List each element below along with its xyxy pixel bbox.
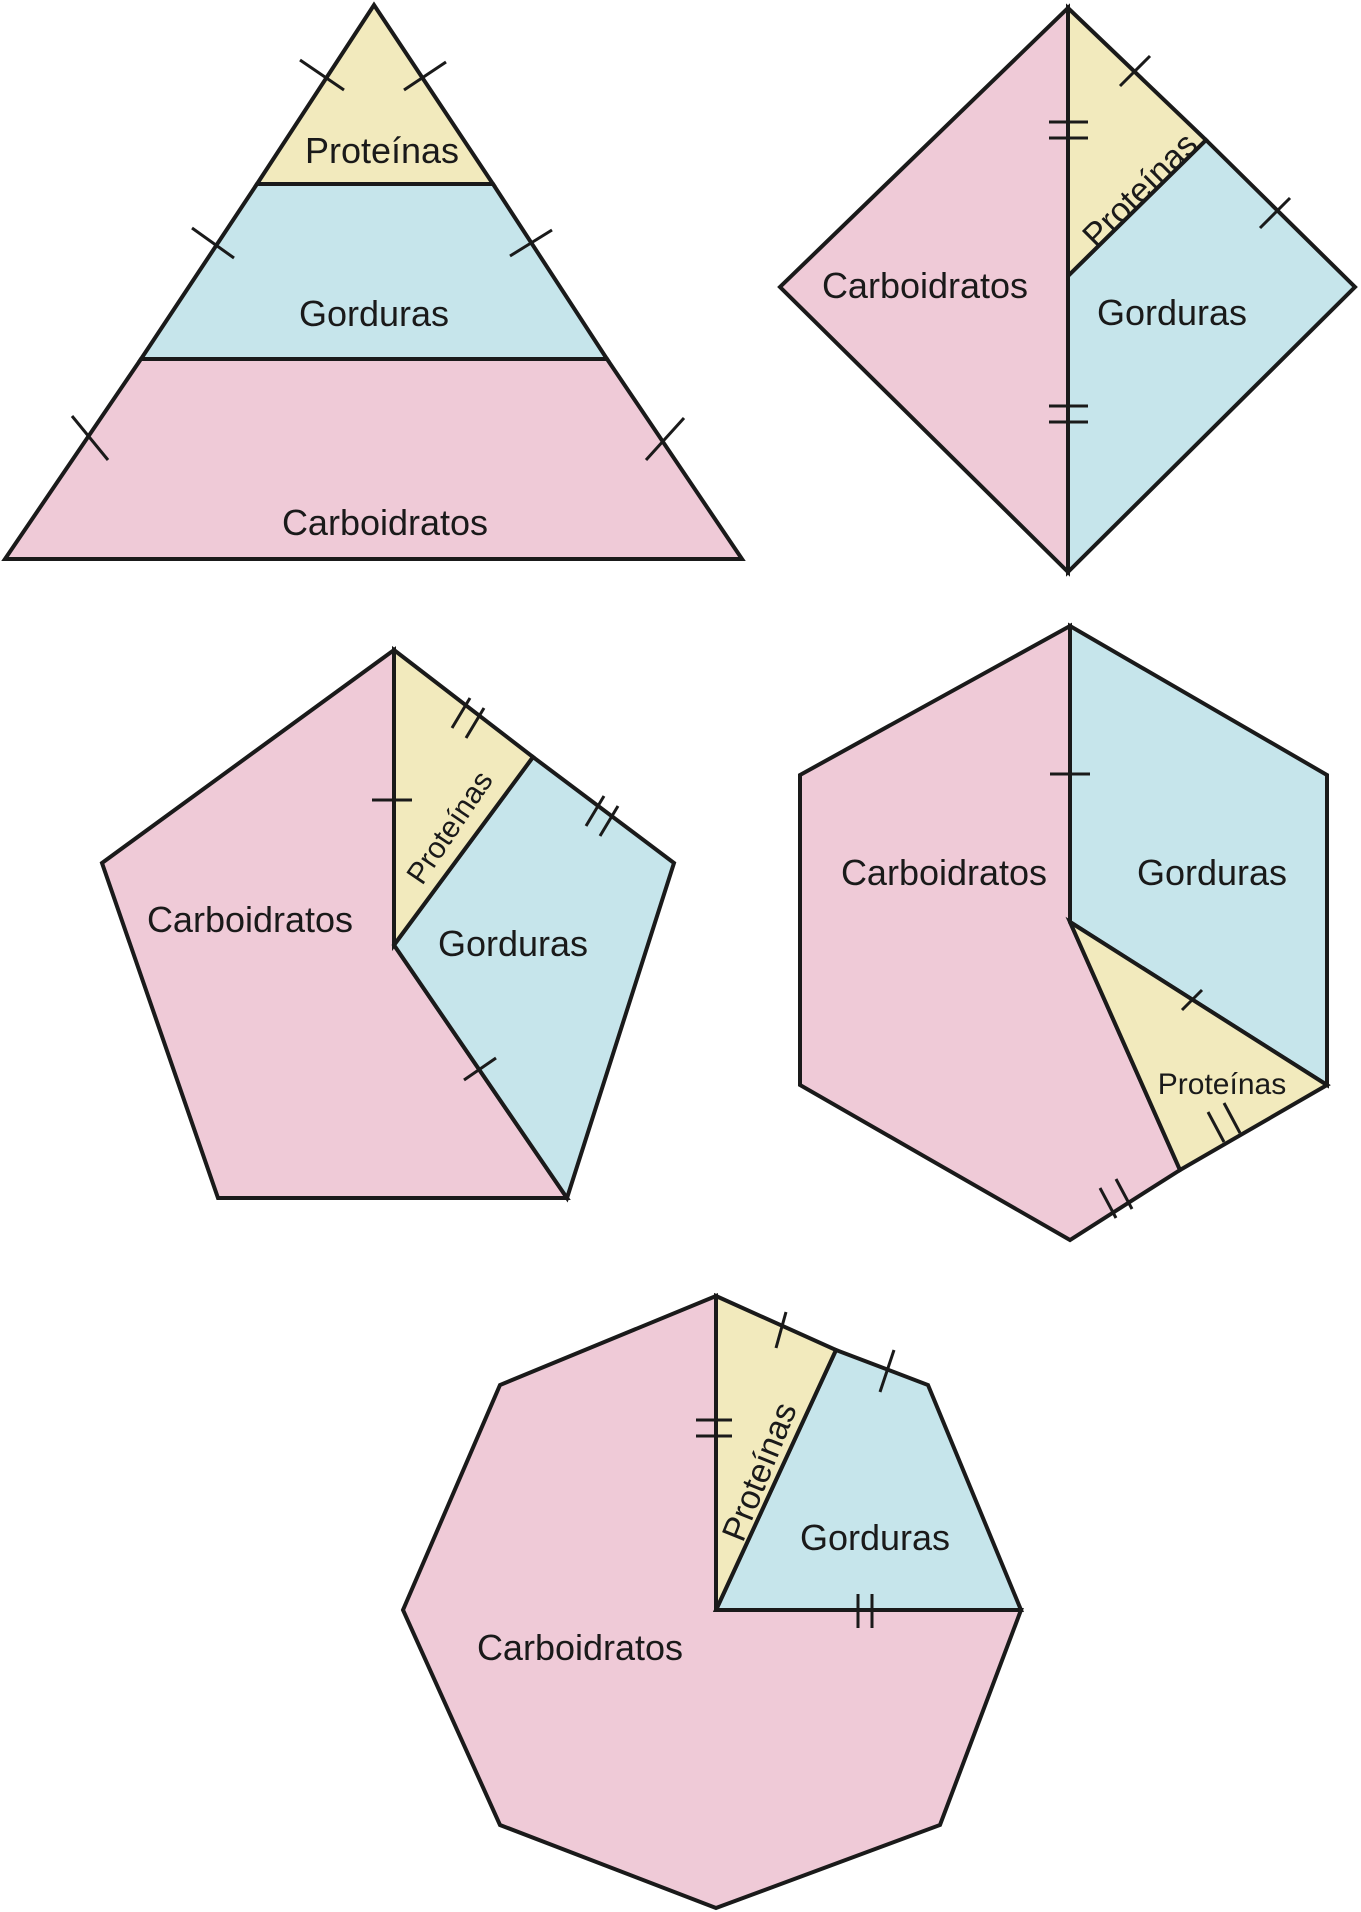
square-diagram: Proteínas Gorduras Carboidratos xyxy=(777,3,1358,577)
pentagon-tick-marks xyxy=(372,697,620,1082)
tick-mark xyxy=(774,1311,788,1349)
tick-mark xyxy=(1180,988,1204,1012)
tick-mark xyxy=(299,58,345,92)
tick-mark xyxy=(1206,1111,1226,1143)
tick-mark xyxy=(1222,1102,1242,1134)
triangle-label-proteinas: Proteínas xyxy=(305,130,459,171)
hexagon-label-carboidratos: Carboidratos xyxy=(841,852,1047,893)
tick-mark xyxy=(878,1349,896,1393)
tick-mark xyxy=(464,707,486,739)
pentagon-diagram: Proteínas Gorduras Carboidratos xyxy=(99,645,677,1203)
square-label-carboidratos: Carboidratos xyxy=(822,265,1028,306)
octagon-proteinas-region xyxy=(714,1292,839,1611)
hexagon-proteinas-region xyxy=(1065,916,1331,1173)
tick-mark xyxy=(1118,54,1152,88)
triangle-label-carboidratos: Carboidratos xyxy=(282,502,488,543)
pentagon-label-carboidratos: Carboidratos xyxy=(147,899,353,940)
octagon-label-gorduras: Gorduras xyxy=(800,1517,950,1558)
tick-mark xyxy=(70,415,110,461)
hexagon-label-proteinas: Proteínas xyxy=(1158,1068,1286,1101)
octagon-tick-marks xyxy=(696,1311,896,1628)
tick-mark xyxy=(644,416,686,462)
triangle-label-gorduras: Gorduras xyxy=(299,293,449,334)
hexagon-diagram: Proteínas Gorduras Carboidratos xyxy=(798,622,1331,1243)
pentagon-label-gorduras: Gorduras xyxy=(438,923,588,964)
hexagon-label-gorduras: Gorduras xyxy=(1137,852,1287,893)
tick-mark xyxy=(509,228,553,258)
triangle-proteinas-region xyxy=(253,1,497,186)
hexagon-tick-marks xyxy=(1050,772,1242,1219)
tick-mark xyxy=(191,226,235,260)
tick-mark xyxy=(598,805,620,837)
tick-mark xyxy=(450,697,472,729)
square-tick-marks xyxy=(1049,54,1292,424)
pentagon-proteinas-region xyxy=(392,645,536,952)
square-proteinas-region xyxy=(1066,3,1209,281)
triangle-diagram: Proteínas Gorduras Carboidratos xyxy=(1,1,746,561)
square-label-gorduras: Gorduras xyxy=(1097,292,1247,333)
tick-mark xyxy=(463,1056,497,1082)
tick-mark xyxy=(1098,1187,1118,1219)
tick-mark xyxy=(584,795,606,827)
octagon-label-carboidratos: Carboidratos xyxy=(477,1627,683,1668)
octagon-diagram: Proteínas Gorduras Carboidratos xyxy=(400,1292,1024,1911)
triangle-tick-marks xyxy=(70,58,686,462)
tick-mark xyxy=(1258,196,1292,230)
tick-mark xyxy=(403,60,447,92)
tick-mark xyxy=(1114,1178,1134,1210)
